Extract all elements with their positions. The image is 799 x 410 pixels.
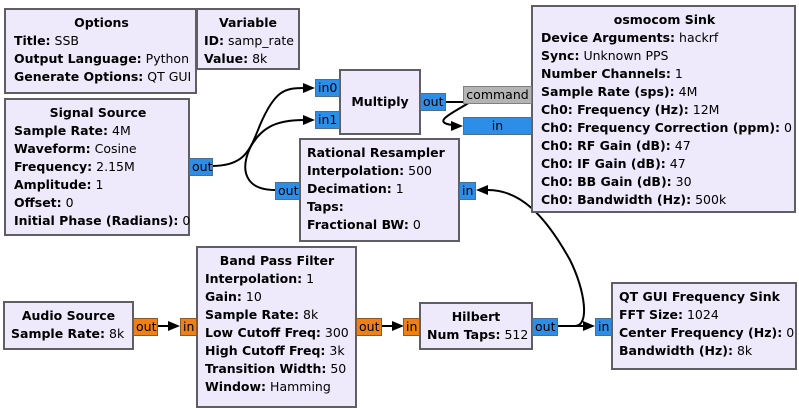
qt-freq-sink-block[interactable]: QT GUI Frequency Sink FFT Size: 1024 Cen… <box>611 282 797 370</box>
param-row: Sample Rate: 8k <box>11 326 125 341</box>
block-title: Variable <box>218 15 278 30</box>
audio-source-out-port[interactable]: out <box>133 318 158 336</box>
param-row: Sample Rate (sps): 4M <box>541 84 698 99</box>
resampler-out-port[interactable]: out <box>275 182 300 200</box>
param-row: High Cutoff Freq: 3k <box>205 343 345 358</box>
param-row: ID: samp_rate <box>204 33 294 48</box>
bpf-in-port[interactable]: in <box>180 318 197 336</box>
param-row: Ch0: Frequency Correction (ppm): 0 <box>541 120 792 135</box>
param-row: Output Language: Python <box>14 51 190 66</box>
param-row: Fractional BW: 0 <box>307 217 421 232</box>
param-row: FFT Size: 1024 <box>619 307 719 322</box>
band-pass-filter-block[interactable]: Band Pass Filter Interpolation: 1 Gain: … <box>196 246 357 408</box>
hilbert-block[interactable]: Hilbert Num Taps: 512 <box>419 302 533 350</box>
param-row: Ch0: RF Gain (dB): 47 <box>541 138 691 153</box>
multiply-in0-port[interactable]: in0 <box>315 79 340 97</box>
osmocom-in-port[interactable]: in <box>463 117 532 135</box>
param-row: Ch0: BB Gain (dB): 30 <box>541 174 692 189</box>
param-row: Interpolation: 1 <box>205 271 315 286</box>
arrowhead <box>476 185 488 195</box>
arrowhead <box>168 321 180 331</box>
wire-signal-source-to-multiply-in0[interactable] <box>211 87 305 167</box>
param-row: Generate Options: QT GUI <box>14 69 192 84</box>
param-row: Ch0: Bandwidth (Hz): 500k <box>541 192 727 207</box>
block-title: Signal Source <box>49 105 147 120</box>
param-row: Device Arguments: hackrf <box>541 30 719 45</box>
block-title: Hilbert <box>451 309 501 324</box>
param-row: Taps: <box>307 199 344 214</box>
param-row: Ch0: IF Gain (dB): 47 <box>541 156 686 171</box>
qt-sink-in-port[interactable]: in <box>595 318 612 336</box>
param-row: Initial Phase (Radians): 0 <box>14 213 191 228</box>
wire-resampler-to-multiply-in1[interactable] <box>244 119 305 191</box>
param-row: Ch0: Frequency (Hz): 12M <box>541 102 720 117</box>
param-row: Offset: 0 <box>14 195 74 210</box>
block-title: Rational Resampler <box>307 145 445 160</box>
arrowhead <box>303 115 315 125</box>
osmocom-command-port[interactable]: command <box>463 86 532 104</box>
arrowhead <box>583 321 595 331</box>
arrowhead <box>303 83 315 93</box>
multiply-out-port[interactable]: out <box>420 93 446 111</box>
block-title: Options <box>74 15 129 30</box>
hilbert-out-port[interactable]: out <box>532 318 558 336</box>
rational-resampler-block[interactable]: Rational Resampler Interpolation: 500 De… <box>299 138 460 242</box>
block-title: Band Pass Filter <box>219 253 335 268</box>
osmocom-sink-block[interactable]: osmocom Sink Device Arguments: hackrf Sy… <box>531 5 796 213</box>
param-row: Value: 8k <box>204 51 268 66</box>
param-row: Interpolation: 500 <box>307 163 433 178</box>
options-block[interactable]: Options Title: SSB Output Language: Pyth… <box>4 8 197 94</box>
param-row: Num Taps: 512 <box>427 327 529 342</box>
param-row: Window: Hamming <box>205 379 331 394</box>
block-title: Audio Source <box>21 308 116 323</box>
multiply-in1-port[interactable]: in1 <box>315 111 340 129</box>
wire-hilbert-to-resampler[interactable] <box>487 189 586 327</box>
multiply-block[interactable]: Multiply <box>339 69 421 135</box>
bpf-out-port[interactable]: out <box>356 318 382 336</box>
signal-source-block[interactable]: Signal Source Sample Rate: 4M Waveform: … <box>4 98 190 236</box>
param-row: Sync: Unknown PPS <box>541 48 669 63</box>
param-row: Decimation: 1 <box>307 181 404 196</box>
param-row: Transition Width: 50 <box>205 361 347 376</box>
param-row: Sample Rate: 4M <box>14 123 131 138</box>
param-row: Gain: 10 <box>205 289 262 304</box>
param-row: Center Frequency (Hz): 0 <box>619 325 795 340</box>
block-title: osmocom Sink <box>613 12 716 27</box>
param-row: Waveform: Cosine <box>14 141 137 156</box>
hilbert-in-port[interactable]: in <box>403 318 420 336</box>
arrowhead <box>392 321 404 331</box>
param-row: Frequency: 2.15M <box>14 159 135 174</box>
param-row: Number Channels: 1 <box>541 66 683 81</box>
block-title: QT GUI Frequency Sink <box>619 289 780 304</box>
signal-source-out-port[interactable]: out <box>189 158 213 176</box>
param-row: Title: SSB <box>14 33 79 48</box>
block-title: Multiply <box>351 94 409 109</box>
param-row: Sample Rate: 8k <box>205 307 319 322</box>
arrowhead <box>451 121 463 131</box>
resampler-in-port[interactable]: in <box>459 182 476 200</box>
variable-block[interactable]: Variable ID: samp_rate Value: 8k <box>196 8 300 70</box>
param-row: Bandwidth (Hz): 8k <box>619 343 753 358</box>
audio-source-block[interactable]: Audio Source Sample Rate: 8k <box>3 301 134 350</box>
param-row: Low Cutoff Freq: 300 <box>205 325 349 340</box>
param-row: Amplitude: 1 <box>14 177 104 192</box>
